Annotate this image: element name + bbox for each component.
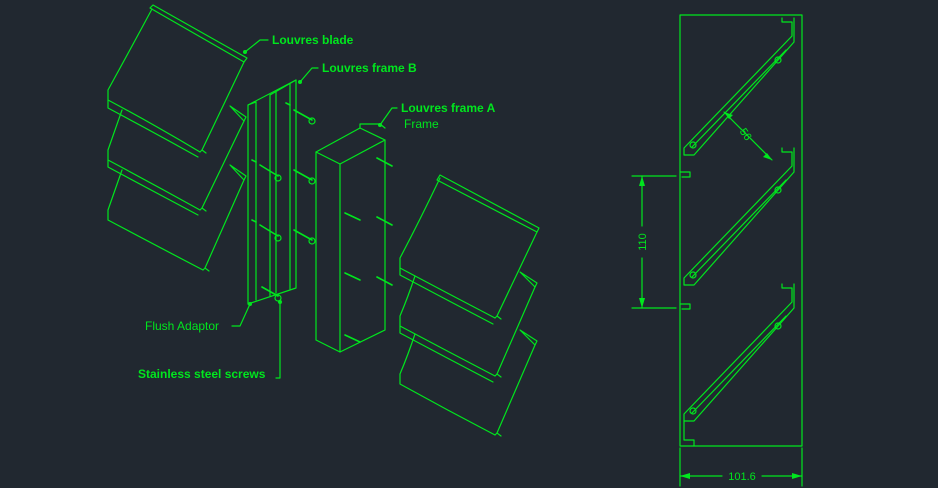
label-louvres-blade: Louvres blade — [272, 33, 354, 47]
louvres-frame-b — [247, 79, 316, 305]
right-blade-stack — [399, 174, 540, 437]
label-louvres-frame-b: Louvres frame B — [322, 61, 417, 75]
section-outline — [679, 14, 803, 447]
louvre-blade-right-3 — [399, 329, 538, 437]
louvre-blade-left-2 — [107, 105, 247, 216]
label-frame: Frame — [404, 117, 439, 131]
section-view: 56 110 101.6 — [631, 14, 803, 487]
louvre-blade-right-2 — [399, 271, 538, 383]
section-blade-2 — [683, 147, 795, 286]
louvre-blade-right-1 — [399, 174, 540, 325]
louvre-blade-left-3 — [107, 164, 247, 272]
callouts: Louvres blade Louvres frame B Louvres fr… — [138, 33, 496, 381]
label-flush-adaptor: Flush Adaptor — [145, 319, 219, 333]
louvre-blade-left-1 — [107, 4, 248, 158]
dimension-width: 101.6 — [679, 447, 803, 487]
label-stainless-screws: Stainless steel screws — [138, 367, 266, 381]
label-louvres-frame-a: Louvres frame A — [401, 101, 496, 115]
section-blade-3 — [683, 283, 795, 447]
louvres-frame-a — [315, 123, 393, 353]
dim-56: 56 — [737, 126, 754, 143]
dimension-blade-gap: 56 — [723, 111, 773, 161]
dim-101-6: 101.6 — [728, 471, 756, 483]
dim-110: 110 — [637, 233, 649, 251]
section-blade-1 — [683, 17, 795, 156]
frame-b-screws — [251, 102, 316, 302]
frame-a-slots — [344, 157, 393, 343]
left-blade-stack — [107, 4, 248, 272]
dimension-pitch: 110 — [631, 175, 677, 309]
